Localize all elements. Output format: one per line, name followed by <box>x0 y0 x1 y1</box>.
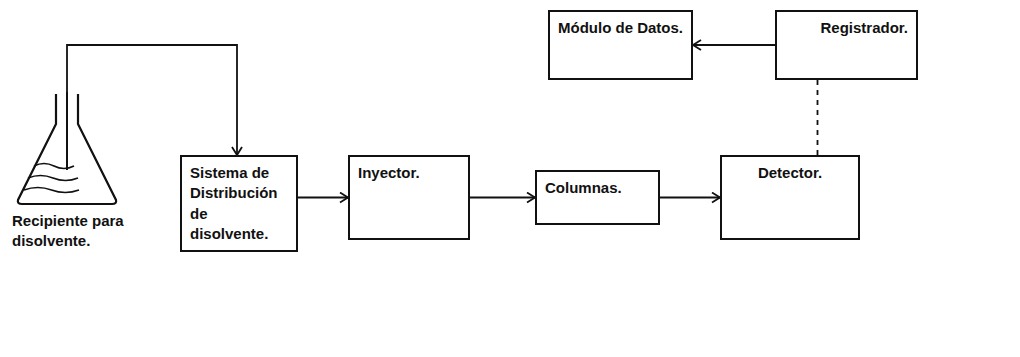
solvent-delivery-box: Sistema de Distribución de disolvente. <box>180 155 298 252</box>
signal-link <box>817 80 819 155</box>
flow-arrow <box>298 197 348 199</box>
box-label: Columnas. <box>545 178 650 198</box>
box-label: Sistema de Distribución de disolvente. <box>190 163 288 244</box>
box-label: Detector. <box>730 163 850 183</box>
flow-arrow <box>67 45 237 155</box>
detector-box: Detector. <box>720 155 860 240</box>
flow-arrow <box>693 44 775 46</box>
erlenmeyer-flask <box>12 92 122 207</box>
flow-arrow <box>660 197 720 199</box>
recorder-box: Registrador. <box>775 10 918 80</box>
box-label: Registrador. <box>785 18 908 38</box>
flow-arrow <box>470 197 535 199</box>
box-label: Módulo de Datos. <box>558 18 683 38</box>
injector-box: Inyector. <box>348 155 470 240</box>
columns-box: Columnas. <box>535 170 660 225</box>
solvent-flask: Recipiente para disolvente. <box>12 92 140 252</box>
flask-caption: Recipiente para disolvente. <box>12 211 140 252</box>
box-label: Inyector. <box>358 163 460 183</box>
data-module-box: Módulo de Datos. <box>548 10 693 80</box>
